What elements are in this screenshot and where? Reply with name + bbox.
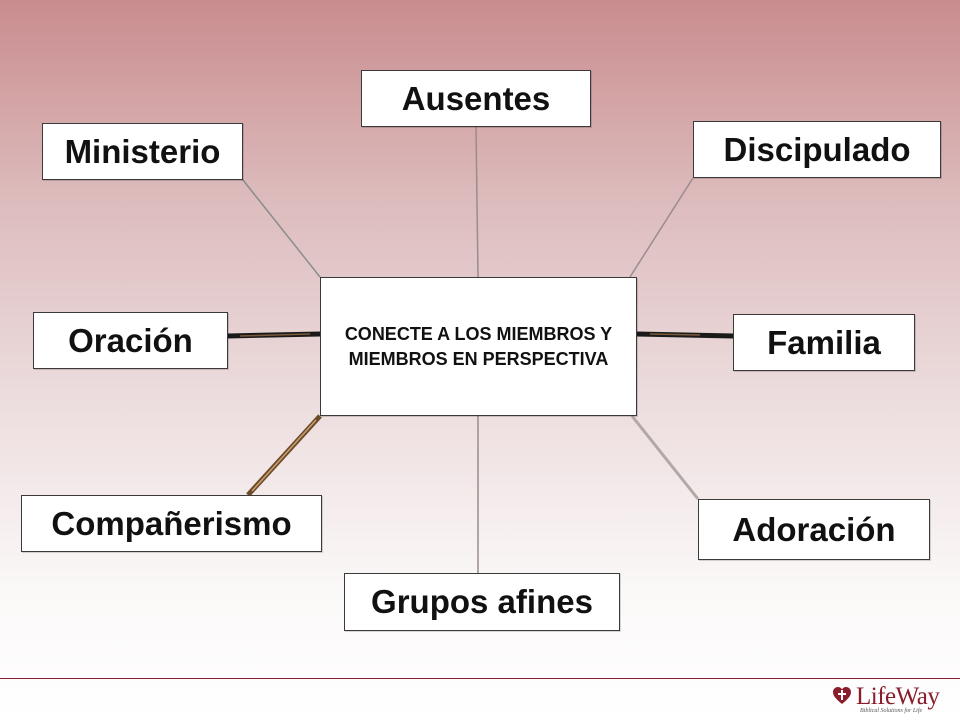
connector-companerismo-accent [251,419,317,492]
logo-tagline: Biblical Solutions for Life [860,708,923,714]
logo-wordmark: LifeWay [856,683,940,710]
node-grupos-afines: Grupos afines [344,573,620,631]
cross-heart-icon [833,687,851,704]
center-box: CONECTE A LOS MIEMBROS Y MIEMBROS EN PER… [320,277,637,416]
node-label: Grupos afines [371,583,593,620]
node-discipulado: Discipulado [693,121,941,178]
node-companerismo: Compañerismo [21,495,322,552]
connector-ausentes [475,126,479,278]
connector-discipulado [629,177,694,278]
lifeway-logo: LifeWay Biblical Solutions for Life [832,684,940,716]
node-label: Ministerio [64,132,221,170]
node-label: Discipulado [723,130,911,168]
center-label: CONECTE A LOS MIEMBROS Y MIEMBROS EN PER… [344,324,613,369]
node-familia: Familia [733,314,915,371]
node-label: Compañerismo [51,504,292,542]
node-label: Ausentes [401,79,551,117]
node-ministerio: Ministerio [42,123,243,180]
node-label: Oración [68,321,193,359]
footer-rule [0,678,960,679]
node-ausentes: Ausentes [361,70,591,127]
node-oracion: Oración [33,312,228,369]
node-label: Familia [767,323,881,361]
connector-adoracion [630,415,700,500]
node-label: Adoración [732,510,896,548]
connector-oracion-accent [239,333,311,337]
node-adoracion: Adoración [698,499,930,560]
connector-familia-accent [649,333,701,336]
connector-ministerio [242,179,321,278]
